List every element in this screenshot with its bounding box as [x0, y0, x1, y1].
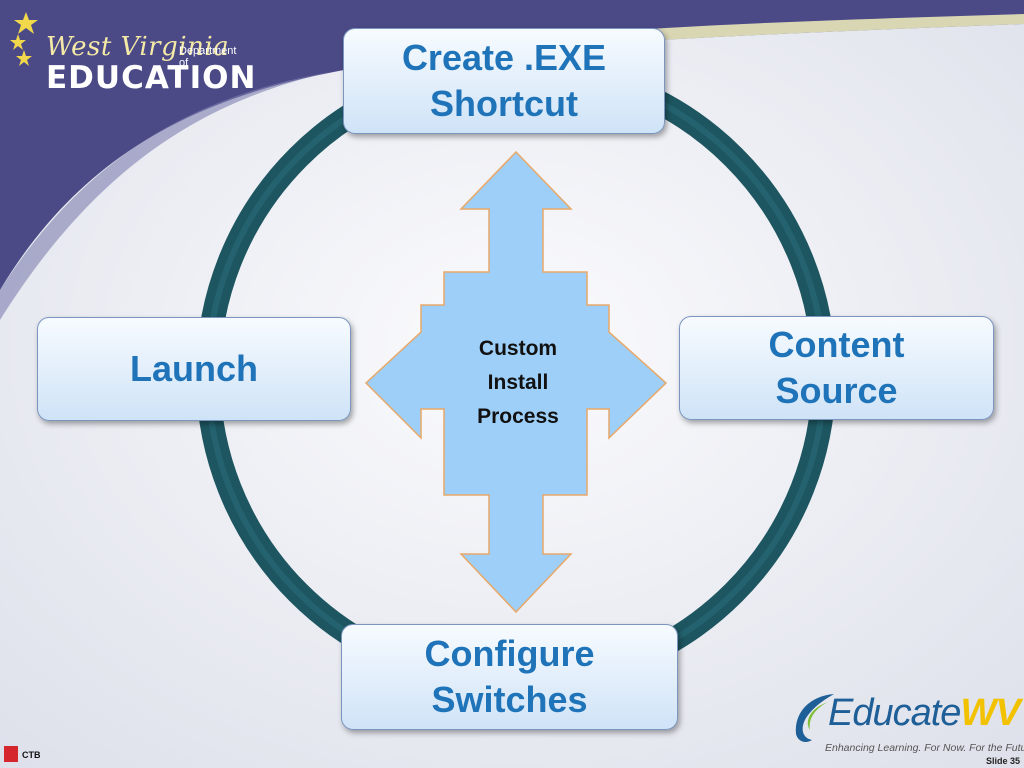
educatewv-logo: EducateWV Enhancing Learning. For Now. F…: [790, 690, 1024, 760]
banner-accent: [380, 14, 1024, 64]
wv-education-logo: West Virginia Department of EDUCATION: [8, 10, 255, 96]
swoosh-icon: [795, 694, 834, 742]
node-launch-label: Launch: [129, 348, 258, 389]
stars-icon: [10, 12, 38, 66]
publisher-label: CTB: [22, 750, 41, 760]
center-label: Custom Install Process: [477, 337, 559, 428]
node-configure-switches: Configure Switches: [341, 624, 678, 730]
educatewv-wv: WV: [960, 692, 1020, 734]
wv-logo-script: West Virginia: [46, 32, 230, 62]
educatewv-word: Educate: [828, 692, 961, 734]
node-content-source-label: Content Source: [768, 324, 905, 411]
node-content-source: Content Source: [679, 316, 994, 420]
educatewv-tagline: Enhancing Learning. For Now. For the Fut…: [825, 742, 1024, 754]
mcgraw-hill-logo-icon: [4, 746, 18, 762]
slide-number: Slide 35: [985, 756, 1020, 766]
top-banner: [0, 0, 1024, 290]
node-create-exe-shortcut: Create .EXE Shortcut: [343, 28, 665, 134]
node-configure-switches-label: Configure Switches: [424, 633, 595, 720]
node-create-exe-shortcut-label: Create .EXE Shortcut: [401, 37, 607, 124]
center-four-way-arrow: [364, 150, 668, 614]
wv-logo-education: EDUCATION: [46, 60, 257, 96]
educatewv-wordmark: EducateWV: [828, 692, 1021, 735]
node-launch: Launch: [37, 317, 351, 421]
wv-logo-dept: Department of: [179, 45, 237, 69]
